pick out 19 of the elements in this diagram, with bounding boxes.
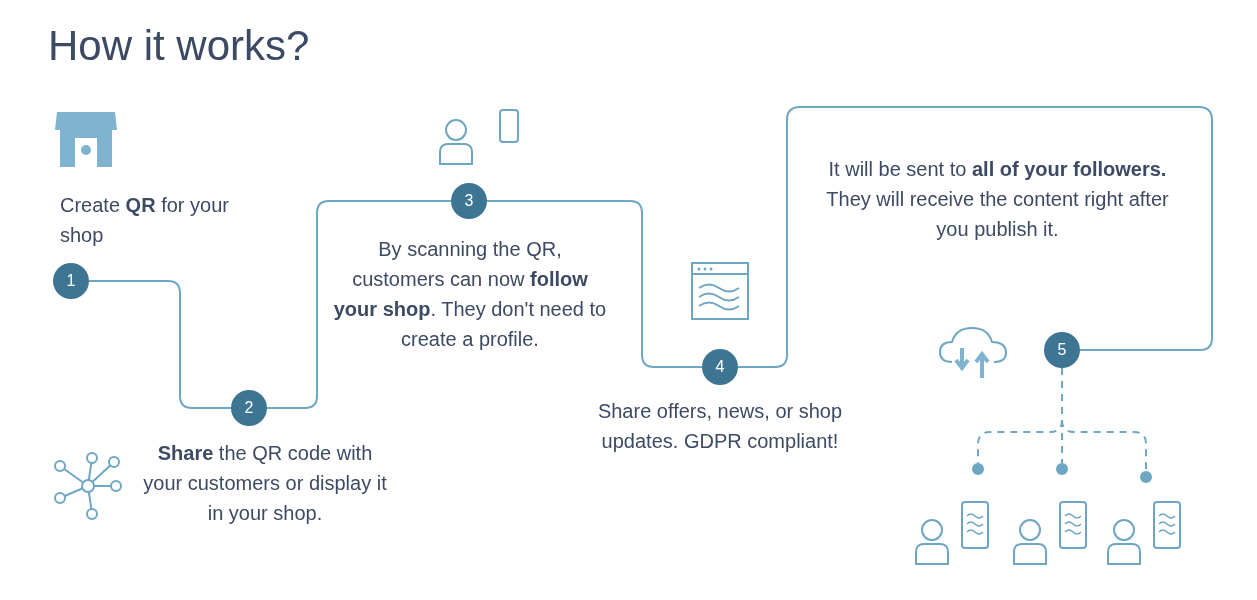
step-number-circle: 2 [231,390,267,426]
step-number-circle: 1 [53,263,89,299]
junction-dot [1140,471,1152,483]
dashed-connector [1061,367,1147,472]
step-description: Create QR for your shop [60,193,230,248]
connector-line [486,200,703,368]
step-number-circle: 3 [451,183,487,219]
step-number-circle: 5 [1044,332,1080,368]
connector-line [88,280,232,409]
step-description: By scanning the QR, customers can now follow your shop. They don't need to create a profile. [332,237,608,352]
connector-line [266,200,452,409]
step-description: Share the QR code with your customers or display it in your shop. [142,441,388,526]
step-number-circle: 4 [702,349,738,385]
junction-dot [972,463,984,475]
step-description: Share offers, news, or shop updates. GDPR compliant! [596,399,844,454]
junction-dot [1056,463,1068,475]
title: How it works? [48,22,310,70]
connector-line [737,106,1213,368]
description-text: It will be sent to all of your followers. They will receive the content right after you publish it. [825,157,1170,242]
